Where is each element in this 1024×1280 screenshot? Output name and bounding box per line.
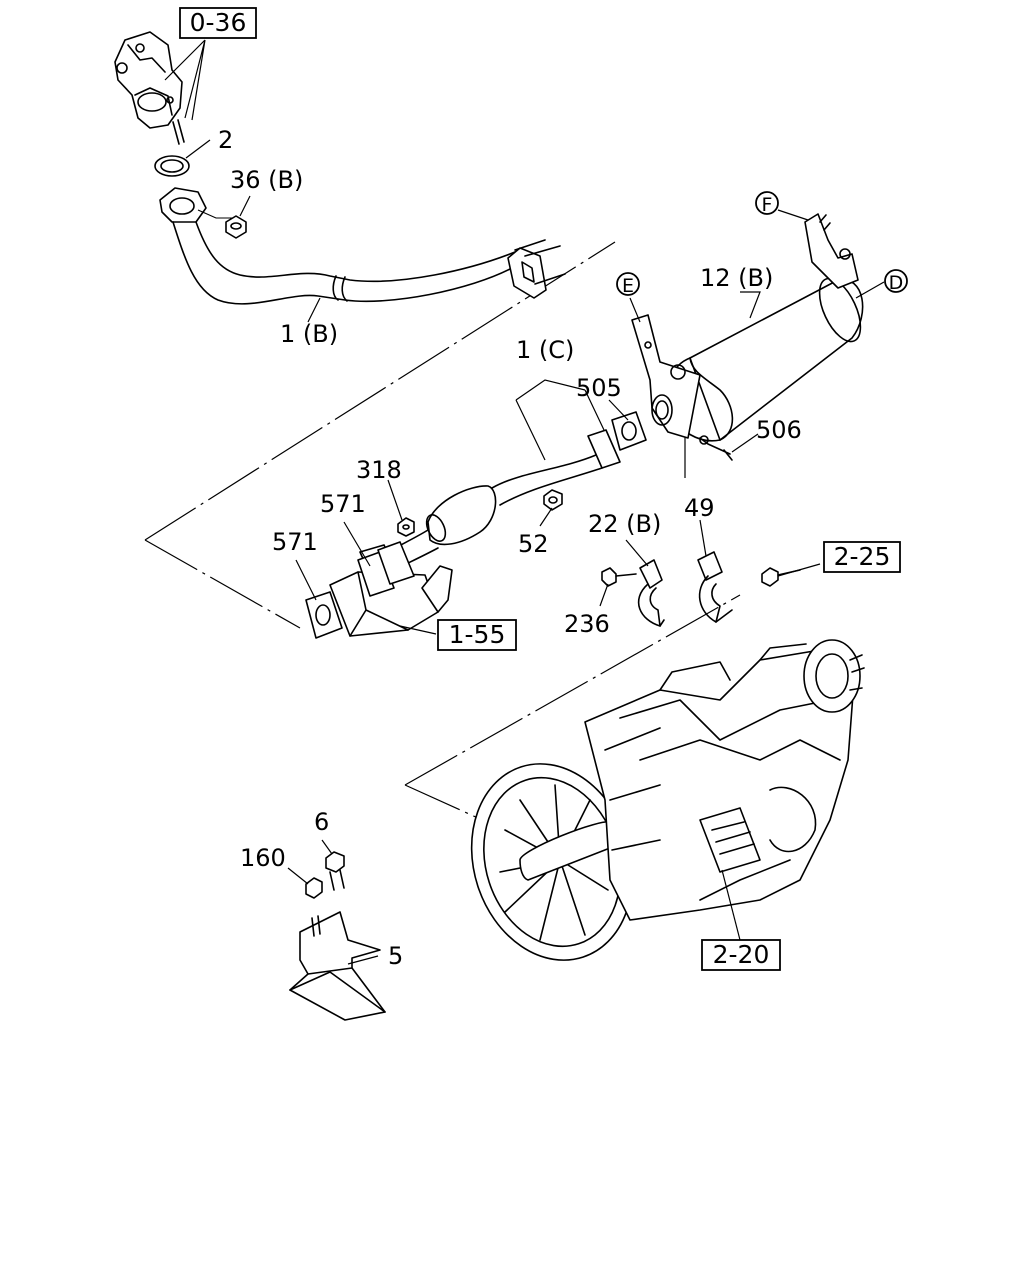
callout-6: 6 — [314, 808, 329, 836]
bracket-f — [804, 213, 859, 289]
callout-571-lower: 571 — [272, 528, 318, 556]
callout-5: 5 — [388, 942, 403, 970]
nut-36b — [225, 215, 247, 239]
callout-1b: 1 (B) — [280, 320, 338, 348]
leader-2 — [185, 139, 211, 159]
callout-505: 505 — [576, 374, 622, 402]
leader-160 — [287, 867, 309, 885]
callout-236: 236 — [564, 610, 610, 638]
callout-22b: 22 (B) — [588, 510, 661, 538]
leader-12b — [740, 291, 761, 319]
clamp-22b — [637, 559, 665, 627]
nut-160 — [305, 877, 323, 937]
manifold-outlet — [114, 31, 185, 145]
ref-box-2-20 — [701, 939, 781, 971]
view-marker-f-circle — [755, 191, 779, 215]
callout-2: 2 — [218, 126, 233, 154]
ref-label-0-36: 0-36 — [190, 8, 247, 37]
callout-52: 52 — [518, 530, 549, 558]
leader-49 — [699, 519, 707, 557]
leader-e — [629, 297, 641, 323]
ref-label-1-55: 1-55 — [449, 620, 506, 649]
bolt-506 — [699, 435, 733, 461]
transmission-assembly — [470, 639, 865, 961]
callout-49: 49 — [684, 494, 715, 522]
view-marker-f: F — [762, 194, 773, 216]
gasket-2 — [154, 155, 190, 177]
front-pipe-1b — [159, 187, 566, 305]
callout-36b: 36 (B) — [230, 166, 303, 194]
leader-506 — [731, 433, 759, 453]
leader-1c — [515, 379, 605, 461]
gasket-505 — [611, 411, 647, 451]
callout-571-upper: 571 — [320, 490, 366, 518]
leader-d — [855, 281, 885, 299]
leader-5 — [347, 955, 379, 965]
callout-318: 318 — [356, 456, 402, 484]
leader-52 — [539, 507, 553, 527]
bracket-5 — [289, 911, 386, 1021]
nut-52 — [543, 489, 563, 511]
ref-box-0-36 — [179, 7, 257, 39]
leader-505 — [608, 399, 629, 421]
leader-36b — [239, 195, 251, 217]
leader-1b — [307, 297, 321, 323]
view-marker-d-circle — [884, 269, 908, 293]
view-marker-e-circle — [616, 272, 640, 296]
leader-6 — [321, 839, 333, 855]
bolt-2-25 — [761, 567, 801, 587]
view-marker-d: D — [889, 272, 904, 294]
clamp-49 — [697, 551, 733, 623]
leader-571b — [343, 521, 371, 567]
callout-506: 506 — [756, 416, 802, 444]
leader-318 — [387, 479, 403, 521]
view-marker-e: E — [622, 275, 634, 297]
callout-160: 160 — [240, 844, 286, 872]
leader-2-25 — [777, 563, 821, 577]
section-divider-lower — [404, 594, 741, 819]
ref-box-2-25 — [823, 541, 901, 573]
ref-box-1-55 — [437, 619, 517, 651]
bolt-6 — [325, 851, 345, 891]
leader-236 — [599, 583, 609, 607]
ref-label-2-25: 2-25 — [834, 542, 891, 571]
bracket-e — [631, 314, 701, 439]
leader-f — [777, 209, 809, 221]
callout-12b: 12 (B) — [700, 264, 773, 292]
nut-318 — [397, 517, 415, 537]
leader-1-55 — [399, 625, 437, 635]
leader-22b — [625, 539, 649, 567]
leader-571a — [295, 559, 317, 601]
callout-1c: 1 (C) — [516, 336, 574, 364]
ref-label-2-20: 2-20 — [713, 940, 770, 969]
leader-0-36 — [164, 39, 206, 121]
bolt-236 — [601, 567, 637, 587]
leader-2-20 — [721, 869, 741, 941]
exhaust-brake-assembly — [305, 541, 453, 639]
